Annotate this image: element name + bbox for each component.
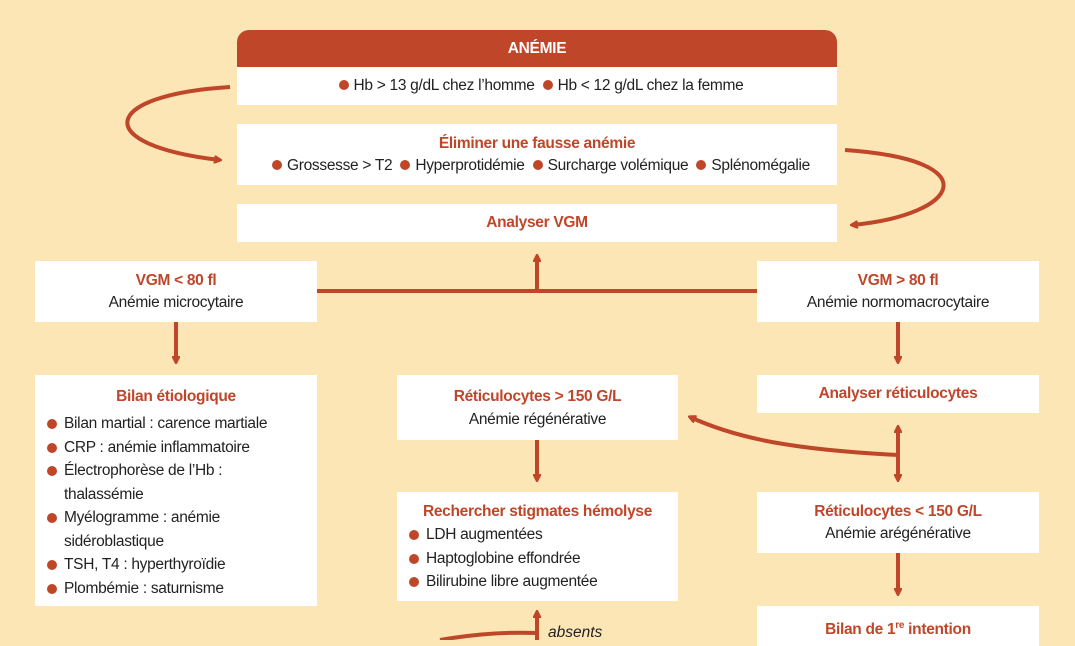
retic-high-box: Réticulocytes > 150 G/L Anémie régénérati… — [397, 375, 678, 440]
absents-label: absents — [548, 624, 603, 641]
macro-box: VGM > 80 fl Anémie normomacrocytaire — [757, 261, 1039, 322]
micro-box: VGM < 80 fl Anémie microcytaire — [35, 261, 317, 322]
retic-low-title: Réticulocytes < 150 G/L — [814, 503, 982, 520]
anemia-title: ANÉMIE — [237, 30, 837, 67]
retic-low-box: Réticulocytes < 150 G/L Anémie arégénérat… — [757, 492, 1039, 553]
bilan1-box: Bilan de 1re intention — [757, 606, 1039, 646]
list-item: Haptoglobine effondrée — [409, 547, 678, 571]
micro-sub: Anémie microcytaire — [108, 294, 244, 311]
bilan-etio-box: Bilan étiologique Bilan martial : carenc… — [35, 375, 317, 606]
list-item: CRP : anémie inflammatoire — [47, 436, 317, 460]
item: Splénomégalie — [711, 157, 810, 174]
retic-low-sub: Anémie arégénérative — [825, 525, 971, 542]
item: Surcharge volémique — [547, 157, 689, 174]
micro-title: VGM < 80 fl — [135, 272, 217, 289]
macro-title: VGM > 80 fl — [857, 272, 939, 289]
anemia-box: ANÉMIE Hb > 13 g/dL chez l’homme Hb < 12 … — [237, 30, 837, 105]
analyze-vgm-label: Analyser VGM — [486, 214, 588, 231]
eliminate-box: Éliminer une fausse anémie Grossesse > T… — [237, 124, 837, 185]
analyze-retic-label: Analyser réticulocytes — [818, 385, 978, 402]
list-item: Myélogramme : anémie sidéroblastique — [47, 506, 317, 553]
analyze-vgm-box: Analyser VGM — [237, 204, 837, 242]
criterion: Hb > 13 g/dL chez l’homme — [353, 77, 535, 94]
hemolysis-title: Rechercher stigmates hémolyse — [422, 503, 653, 520]
retic-high-sub: Anémie régénérative — [468, 411, 607, 428]
eliminate-title: Éliminer une fausse anémie — [438, 135, 636, 152]
item: Grossesse > T2 — [286, 157, 393, 174]
analyze-retic-box: Analyser réticulocytes — [757, 375, 1039, 413]
hemolysis-box: Rechercher stigmates hémolyse LDH augmen… — [397, 492, 678, 601]
macro-sub: Anémie normomacrocytaire — [806, 294, 990, 311]
list-item: Bilirubine libre augmentée — [409, 570, 678, 594]
list-item: Électrophorèse de l’Hb : thalassémie — [47, 459, 317, 506]
bilan-etio-title: Bilan étiologique — [116, 388, 236, 405]
list-item: TSH, T4 : hyperthyroïdie — [47, 553, 317, 577]
retic-high-title: Réticulocytes > 150 G/L — [453, 388, 622, 405]
list-item: LDH augmentées — [409, 523, 678, 547]
list-item: Plombémie : saturnisme — [47, 577, 317, 601]
bilan1-title: Bilan de 1re intention — [825, 620, 971, 639]
criterion: Hb < 12 g/dL chez la femme — [557, 77, 744, 94]
item: Hyperprotidémie — [415, 157, 525, 174]
list-item: Bilan martial : carence martiale — [47, 412, 317, 436]
